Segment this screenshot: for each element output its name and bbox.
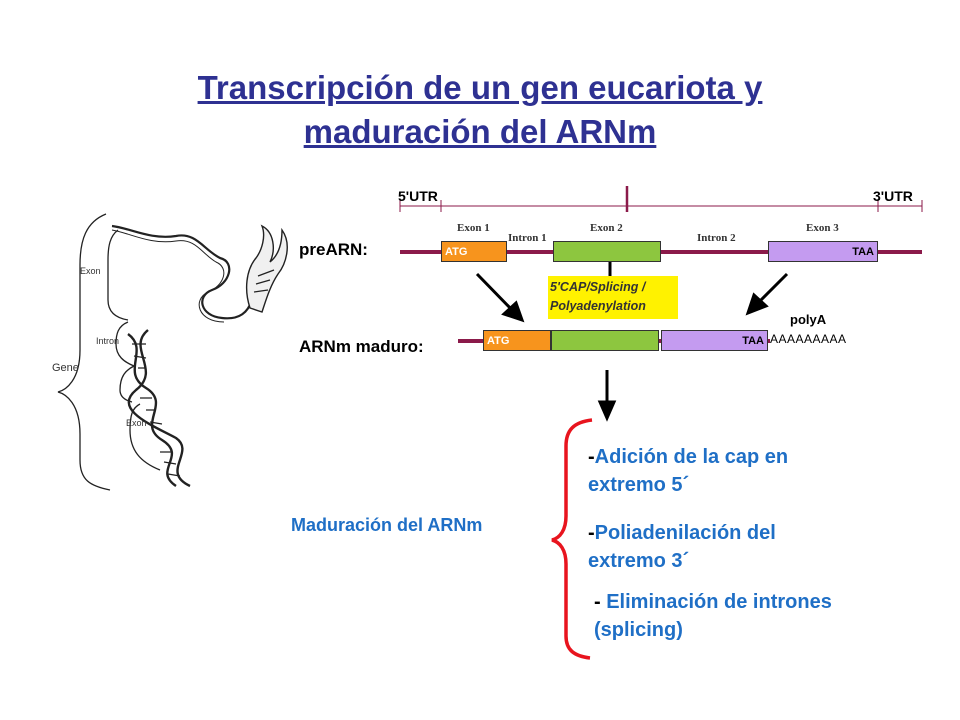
item3-dash: - [594,591,607,613]
utr5-label: 5'UTR [398,188,438,204]
prearn-exon2-box [553,241,661,262]
arnm-atg: ATG [487,335,510,347]
figure-label-gene: Gene [52,362,79,374]
chromatin-thread-2 [111,229,225,323]
item1-line2: extremo 5´ [588,474,690,496]
prearn-atg: ATG [445,246,468,258]
utr3-label: 3'UTR [873,188,913,204]
item1-line1: Adición de la cap en [594,446,789,468]
polya-tail: AAAAAAAAA [770,332,847,346]
red-brace [551,418,593,660]
polya-label: polyA [790,312,827,327]
arnm-exon1-box: ATG [483,330,551,351]
chromosome [245,224,288,313]
maduracion-item-2: -Poliadenilación del extremo 3´ [588,519,776,575]
helix-strand-1 [127,333,177,487]
figure-label-exon-bottom: Exon [126,418,147,428]
item1-dash: - [588,446,595,468]
intron1-label: Intron 1 [508,232,547,244]
prearn-taa: TAA [852,246,874,258]
item3-line1: Eliminación de intrones [606,591,832,613]
arnm-exon2-box [551,330,659,351]
process-box: 5'CAP/Splicing / Polyadenylation [548,276,678,319]
prearn-exon1-box: ATG [441,241,507,262]
page-title: Transcripción de un gen eucariota y madu… [0,66,960,154]
maduracion-item-1: -Adición de la cap en extremo 5´ [588,443,788,499]
maduracion-item-3: - Eliminación de intrones (splicing) [594,588,832,644]
figure-label-intron: Intron [96,336,120,346]
arnm-taa: TAA [742,335,764,347]
arrow-left [475,272,517,315]
prearn-label: preARN: [299,240,368,259]
title-line-1: Transcripción de un gen eucariota y [197,69,763,106]
exon-brace-bottom [129,403,161,471]
intron2-label: Intron 2 [697,232,736,244]
item2-line2: extremo 3´ [588,550,690,572]
figure-label-exon-top: Exon [80,266,101,276]
title-line-2: maduración del ARNm [303,113,657,150]
arnm-exon3-box: TAA [661,330,768,351]
exon3-label: Exon 3 [806,222,839,234]
prearn-exon3-box: TAA [768,241,878,262]
process-line-2: Polyadenylation [550,299,646,313]
arnm-label: ARNm maduro: [299,337,424,356]
exon1-label: Exon 1 [457,222,490,234]
dna-illustration [57,213,288,491]
chromosome-bands [253,269,275,293]
process-line-1: 5'CAP/Splicing / [550,280,646,294]
exon2-label: Exon 2 [590,222,623,234]
item3-line2: (splicing) [594,619,683,641]
item2-dash: - [588,522,595,544]
maduracion-label: Maduración del ARNm [291,515,483,535]
helix-strand-2 [127,329,191,488]
gene-brace [57,213,111,491]
exon-brace-top [107,229,129,321]
helix-rungs [132,343,181,477]
item2-line1: Poliadenilación del [594,522,776,544]
chromatin-thread [111,224,254,320]
intron-brace [115,321,136,403]
